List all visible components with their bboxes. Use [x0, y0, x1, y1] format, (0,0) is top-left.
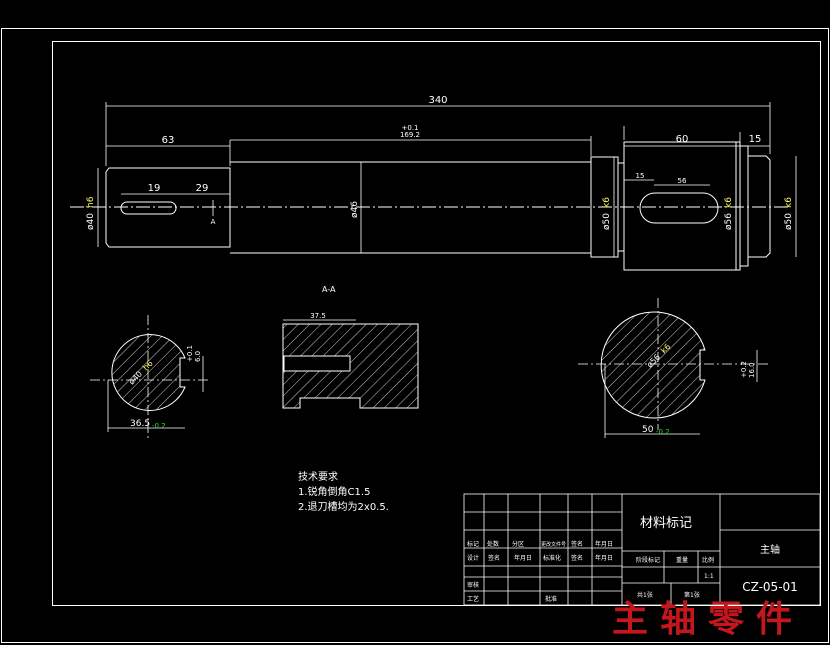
left-cross-section: [90, 315, 210, 440]
tb-drawing-no: CZ-05-01: [742, 580, 798, 594]
tb-sheets-total: 共1张: [637, 591, 653, 599]
tb-stage-label: 阶段标记: [636, 556, 660, 564]
dim-keyway-left-offset: 19: [148, 183, 161, 194]
tb-label-zone: 分区: [512, 540, 524, 548]
svg-text:k6: k6: [784, 197, 794, 208]
svg-text:ø50: ø50: [602, 213, 612, 230]
dim-right-end-length: 15: [749, 134, 762, 145]
svg-text:h6: h6: [86, 196, 96, 208]
dim-right-journal-length: 60: [676, 134, 689, 145]
title-block: [463, 493, 821, 606]
right-cross-section: [578, 298, 768, 438]
tb-part-name: 主轴: [760, 543, 780, 556]
aa-keyway-width: 37.5: [310, 312, 326, 320]
dim-keyway-right-length: 56: [678, 177, 687, 185]
dia-left-label: ø40 h6: [86, 196, 96, 230]
svg-text:16.0: 16.0: [748, 362, 756, 378]
dim-middle-tolerance: +0.1: [402, 124, 419, 132]
tb-label-sign: 签名: [571, 540, 583, 548]
svg-text:6.0: 6.0: [194, 351, 202, 362]
tb-standard-date: 年月日: [595, 554, 613, 562]
tb-design-date: 年月日: [514, 554, 532, 562]
left-sec-bottom-dim: 36.5: [130, 419, 150, 429]
tb-design: 设计: [467, 554, 479, 562]
dia-50-right-label: ø50 k6: [784, 197, 794, 230]
svg-text:ø46: ø46: [350, 201, 360, 218]
tb-scale-value: 1:1: [704, 573, 714, 580]
dim-overall-length: 340: [428, 95, 447, 106]
right-sec-depth-label: +0.2 16.0: [740, 361, 756, 378]
section-label-aa: A-A: [322, 285, 336, 294]
notes-title: 技术要求: [298, 472, 338, 483]
dim-middle-length: 169.2: [400, 131, 420, 139]
watermark-title: 主轴零件: [612, 598, 805, 640]
dim-left-journal-length: 63: [162, 135, 175, 146]
tb-label-change: 更改文件号: [541, 541, 566, 548]
svg-text:+0.2: +0.2: [740, 361, 748, 378]
tb-label-count: 处数: [487, 540, 499, 548]
drawing-border: [52, 41, 821, 606]
left-sec-depth-label: +0.1 6.0: [186, 345, 202, 362]
dia-56-label: ø56 k6: [724, 197, 734, 230]
tb-label-mark: 标记: [467, 540, 479, 548]
dimension-lines: [97, 102, 797, 270]
dim-keyway-right-offset: 15: [636, 172, 645, 180]
technical-notes: 技术要求 1.锐角倒角C1.5 2.退刀槽均为2x0.5.: [298, 470, 389, 515]
tb-standard: 标准化: [543, 554, 561, 562]
dia-50-left-label: ø50 k6: [602, 197, 612, 230]
tb-weight-label: 重量: [676, 556, 688, 564]
svg-text:ø40: ø40: [86, 213, 96, 230]
right-sec-bottom-tol: -0.2: [656, 428, 670, 436]
notes-line-1: 1.锐角倒角C1.5: [298, 487, 371, 498]
tb-process: 工艺: [467, 595, 479, 603]
left-sec-bottom-tol: -0.2: [152, 422, 166, 430]
tb-sheet-no: 第1张: [684, 591, 700, 599]
tb-label-date: 年月日: [595, 540, 613, 548]
tb-material: 材料标记: [640, 516, 692, 531]
tb-design-sign: 签名: [488, 554, 500, 562]
outer-frame: [1, 28, 829, 643]
tb-approve: 批准: [545, 595, 557, 603]
svg-text:k6: k6: [724, 197, 734, 208]
tb-standard-sign: 签名: [571, 554, 583, 562]
notes-line-2: 2.退刀槽均为2x0.5.: [298, 502, 389, 513]
dim-keyway-left-length: 29: [196, 183, 209, 194]
shaft-main-view: [70, 141, 790, 271]
dia-mid-label: ø46: [350, 201, 360, 218]
svg-text:ø50: ø50: [784, 213, 794, 230]
right-sec-bottom-dim: 50: [642, 425, 654, 435]
svg-text:k6: k6: [602, 197, 612, 208]
svg-text:+0.1: +0.1: [186, 345, 194, 362]
svg-text:ø56: ø56: [724, 213, 734, 230]
section-mark-a: A: [211, 218, 216, 226]
tb-review: 审核: [467, 581, 479, 589]
tb-scale-label: 比例: [702, 556, 714, 564]
aa-section-view: [282, 319, 419, 409]
